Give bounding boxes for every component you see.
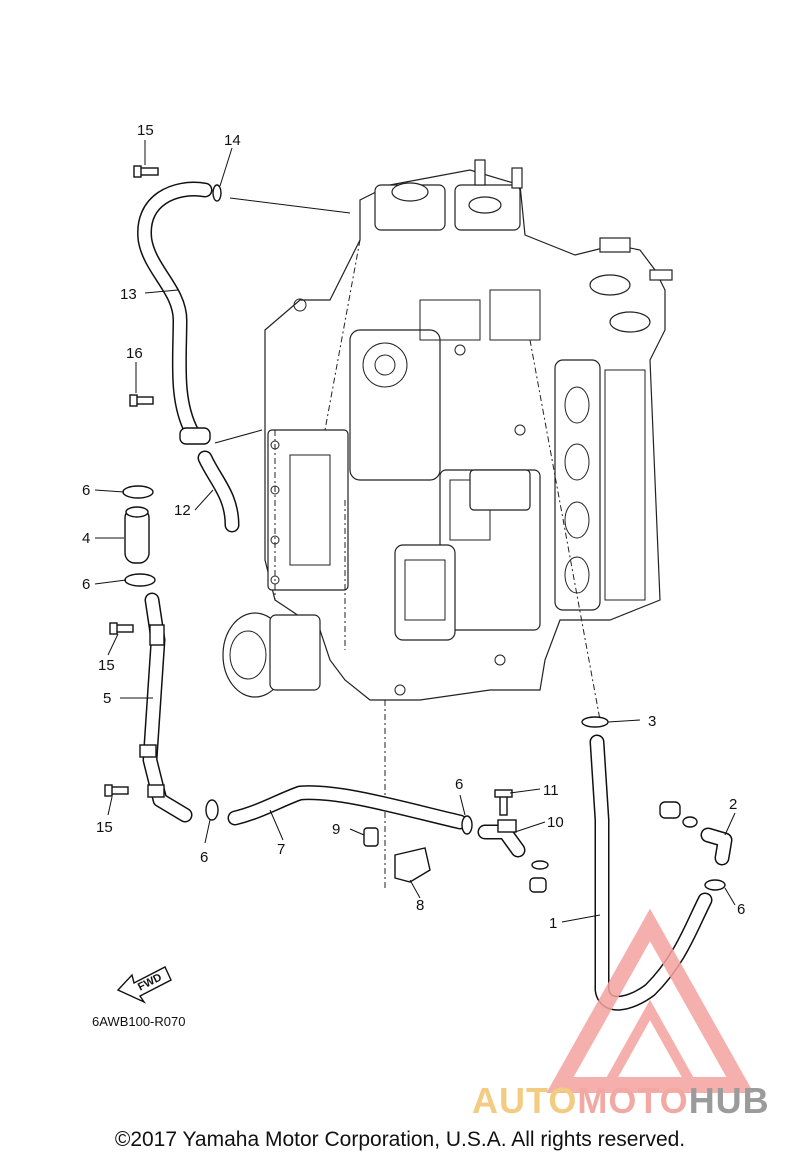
- callout-11: 11: [543, 782, 559, 799]
- copyright-notice: ©2017 Yamaha Motor Corporation, U.S.A. A…: [114, 1128, 686, 1151]
- callout-13: 13: [120, 286, 137, 303]
- part-1-hose: [589, 734, 713, 1011]
- callout-12: 12: [174, 502, 191, 519]
- watermark-logo: AUTOMOTOHUB: [472, 908, 770, 1121]
- callout-10: 10: [547, 814, 564, 831]
- callout-4: 4: [82, 530, 90, 547]
- callout-7: 7: [277, 841, 285, 858]
- callout-9: 9: [332, 821, 340, 838]
- callout-15-low: 15: [96, 819, 113, 836]
- part-14-o-ring: [212, 184, 222, 202]
- part-8-bracket: [394, 847, 431, 883]
- part-12-hose: [197, 450, 240, 533]
- part-5-pipe: [139, 592, 193, 823]
- part-15-bolt-low: [104, 784, 129, 797]
- part-13-hose: [137, 181, 213, 440]
- watermark-moto: MOTO: [577, 1080, 688, 1121]
- part-6-clamp-d: [461, 815, 473, 835]
- callout-6-a: 6: [82, 482, 90, 499]
- part-4-hose: [124, 506, 150, 564]
- callout-1: 1: [549, 915, 557, 932]
- part-small-clamp: [529, 860, 549, 893]
- callout-6-d: 6: [455, 776, 463, 793]
- diagram-code: 6AWB100-R070: [92, 1014, 185, 1029]
- leader-lines: [94, 140, 736, 923]
- part-6-clamp-b: [124, 573, 156, 587]
- svg-text:AUTOMOTOHUB: AUTOMOTOHUB: [472, 1080, 770, 1121]
- part-6-clamp-c: [205, 799, 219, 821]
- callout-2: 2: [729, 796, 737, 813]
- part-7-hose: [227, 785, 468, 830]
- watermark-hub: HUB: [689, 1080, 770, 1121]
- part-3-clamp: [581, 716, 609, 728]
- part-13-flange: [179, 427, 211, 445]
- part-15-bolt-top: [133, 165, 159, 178]
- callout-6-c: 6: [200, 849, 208, 866]
- part-6-clamp-f: [704, 879, 726, 891]
- fwd-arrow-icon: FWD: [116, 966, 172, 1004]
- callout-15-top: 15: [137, 122, 154, 139]
- part-10-joint: [477, 819, 526, 858]
- part-2-elbow: [700, 827, 733, 866]
- callout-16: 16: [126, 345, 143, 362]
- watermark-auto: AUTO: [472, 1080, 577, 1121]
- part-6-clamp-e: [659, 801, 698, 828]
- part-11-bolt: [494, 789, 513, 816]
- part-9-bolt: [363, 827, 379, 847]
- callout-3: 3: [648, 713, 656, 730]
- callout-15-mid: 15: [98, 657, 115, 674]
- callout-labels: 15 14 13 16 6 12 4 6 15 5 15 6 7 9 8 6 1…: [82, 122, 745, 932]
- callout-6-b: 6: [82, 576, 90, 593]
- engine-block: [222, 159, 673, 890]
- part-16-bolt: [129, 394, 154, 407]
- callout-5: 5: [103, 690, 111, 707]
- callout-6-e: 6: [737, 901, 745, 918]
- callout-14: 14: [224, 132, 241, 149]
- part-6-clamp-a: [122, 485, 154, 499]
- callout-8: 8: [416, 897, 424, 914]
- part-15-bolt-mid: [109, 622, 134, 635]
